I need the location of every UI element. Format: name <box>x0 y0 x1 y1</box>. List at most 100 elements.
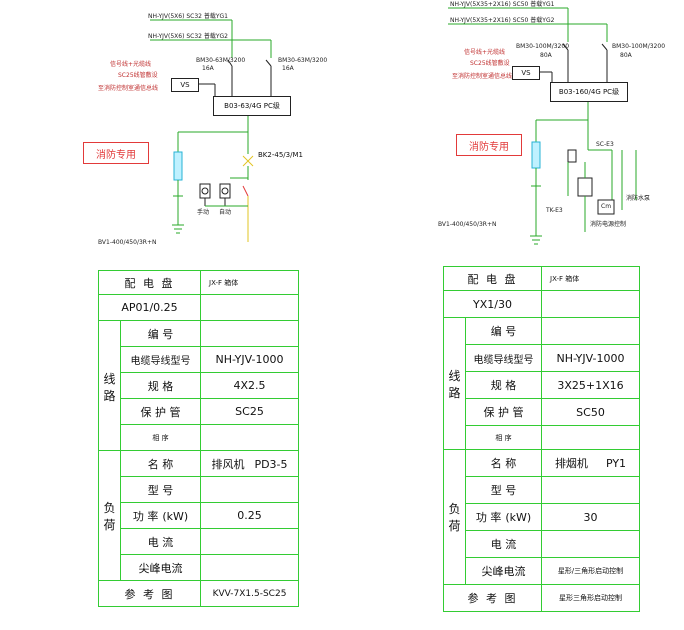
row-value-prefix: 排风机 <box>211 457 245 471</box>
row-label: 编 号 <box>120 320 201 347</box>
switch-label: TK-E3 <box>546 207 563 214</box>
row-label: 相 序 <box>465 425 542 450</box>
right-schematic <box>448 7 637 245</box>
row-value: 4X2.5 <box>200 372 299 399</box>
breaker-rating-1: 16A <box>202 65 214 72</box>
left-schematic <box>150 19 272 242</box>
row-label: 功 率(kW) <box>120 502 201 529</box>
breaker-label-1: BM30-63M/3200 <box>196 57 246 64</box>
row-value: SC25 <box>200 398 299 425</box>
feeder-label-2: NH-YJV(5X6) SC32 普载YG2 <box>148 33 228 40</box>
breaker-label-1: BM30-100M/3200 <box>516 43 570 50</box>
motor-note-1: 消防水泵 <box>626 195 651 202</box>
row-value: 0.25 <box>200 502 299 529</box>
row-label: 规 格 <box>120 372 201 399</box>
row-value: NH-YJV-1000 <box>541 344 640 372</box>
row-label-unit: (kW) <box>162 509 189 523</box>
row-label: 规 格 <box>465 371 542 399</box>
motor-label: Cm <box>601 203 612 210</box>
load-group-label: 负 荷 <box>98 450 121 581</box>
row-value: 星形/三角形启动控制 <box>541 557 640 585</box>
note-label-3: 至消防控制室通信总线 <box>452 73 513 80</box>
feeder-label-1: NH-YJV(5X35+2X16) SC50 普载YG1 <box>450 1 555 8</box>
row-label: 型 号 <box>120 476 201 503</box>
note-label-2: SC25线管敷设 <box>118 72 158 79</box>
row-label: 名 称 <box>465 449 542 477</box>
fire-only-label: 消防专用 <box>83 142 149 164</box>
row-value <box>200 528 299 555</box>
row-value: 3X25+1X16 <box>541 371 640 399</box>
panel-id: AP01/0.25 <box>98 294 201 321</box>
row-label: 保 护 管 <box>120 398 201 425</box>
row-label: 编 号 <box>465 317 542 345</box>
breaker-label-2: BM30-63M/3200 <box>278 57 328 64</box>
row-label: 电 流 <box>120 528 201 555</box>
pc-switch-box: B03-63/4G PC级 <box>213 96 291 116</box>
row-label: 功 率(kW) <box>465 503 542 531</box>
note-label-1: 信号线+光缆线 <box>464 49 506 56</box>
line-group-label: 线 路 <box>443 317 466 450</box>
row-value-prefix: 排烟机 <box>554 457 588 470</box>
ref-value: KVV-7X1.5-SC25 <box>200 580 299 607</box>
row-label: 电缆导线型号 <box>120 346 201 373</box>
row-label-text: 功 率 <box>475 511 502 524</box>
ref-value: 星形三角形启动控制 <box>541 584 640 612</box>
panel-id: YX1/30 <box>443 290 542 318</box>
row-value: SC50 <box>541 398 640 426</box>
row-label: 尖峰电流 <box>465 557 542 585</box>
contactor-label: SC-E3 <box>596 141 614 148</box>
table-title-value: JX-F 箱体 <box>541 266 640 291</box>
breaker-rating-1: 80A <box>540 52 552 59</box>
row-label-unit: (kW) <box>505 511 532 524</box>
row-label: 电缆导线型号 <box>465 344 542 372</box>
contactor-label: BK2-45/3/M1 <box>258 151 303 159</box>
row-value <box>541 476 640 504</box>
cable-label: BV1-400/450/3R+N <box>98 239 157 246</box>
right-schedule-table: 配 电 盘 JX-F 箱体 YX1/30 线 路 编 号 电缆导线型号 NH-Y… <box>443 266 640 612</box>
breaker-rating-2: 16A <box>282 65 294 72</box>
panel-id-value <box>200 294 299 321</box>
row-label-text: 功 率 <box>132 509 159 523</box>
ref-label: 参 考 图 <box>443 584 542 612</box>
vs-box: VS <box>512 66 540 80</box>
pc-switch-box: B03-160/4G PC级 <box>550 82 628 102</box>
row-value <box>200 476 299 503</box>
feeder-label-1: NH-YJV(5X6) SC32 普载YG1 <box>148 13 228 20</box>
row-value <box>200 554 299 581</box>
panel-id-value <box>541 290 640 318</box>
row-label: 尖峰电流 <box>120 554 201 581</box>
motor-note-2: 消防电源控制 <box>590 221 627 228</box>
fire-only-label: 消防专用 <box>456 134 522 156</box>
row-label: 型 号 <box>465 476 542 504</box>
note-label-2: SC25线管敷设 <box>470 60 510 67</box>
row-value-text: PD3-5 <box>254 457 288 471</box>
switch-auto-label: 自动 <box>219 209 232 216</box>
table-title-label: 配 电 盘 <box>98 270 201 295</box>
line-group-label: 线 路 <box>98 320 121 451</box>
row-value <box>541 317 640 345</box>
feeder-label-2: NH-YJV(5X35+2X16) SC50 普载YG2 <box>450 17 555 24</box>
row-value <box>541 425 640 450</box>
row-label: 相 序 <box>120 424 201 451</box>
row-value-text: PY1 <box>605 457 627 470</box>
row-value <box>200 320 299 347</box>
load-group-label: 负 荷 <box>443 449 466 585</box>
row-label: 保 护 管 <box>465 398 542 426</box>
left-schedule-table: 配 电 盘 JX-F 箱体 AP01/0.25 线 路 编 号 电缆导线型号 N… <box>98 270 299 607</box>
row-value <box>200 424 299 451</box>
row-value: 排烟机 PY1 <box>541 449 640 477</box>
cable-label: BV1-400/450/3R+N <box>438 221 497 228</box>
row-value <box>541 530 640 558</box>
row-value: NH-YJV-1000 <box>200 346 299 373</box>
row-value: 排风机 PD3-5 <box>200 450 299 477</box>
ref-label: 参 考 图 <box>98 580 201 607</box>
breaker-label-2: BM30-100M/3200 <box>612 43 666 50</box>
row-value: 30 <box>541 503 640 531</box>
vs-box: VS <box>171 78 199 92</box>
note-label-3: 至消防控制室通信总线 <box>98 85 159 92</box>
table-title-value: JX-F 箱体 <box>200 270 299 295</box>
row-label: 名 称 <box>120 450 201 477</box>
table-title-label: 配 电 盘 <box>443 266 542 291</box>
note-label-1: 信号线+光缆线 <box>110 61 152 68</box>
row-label: 电 流 <box>465 530 542 558</box>
